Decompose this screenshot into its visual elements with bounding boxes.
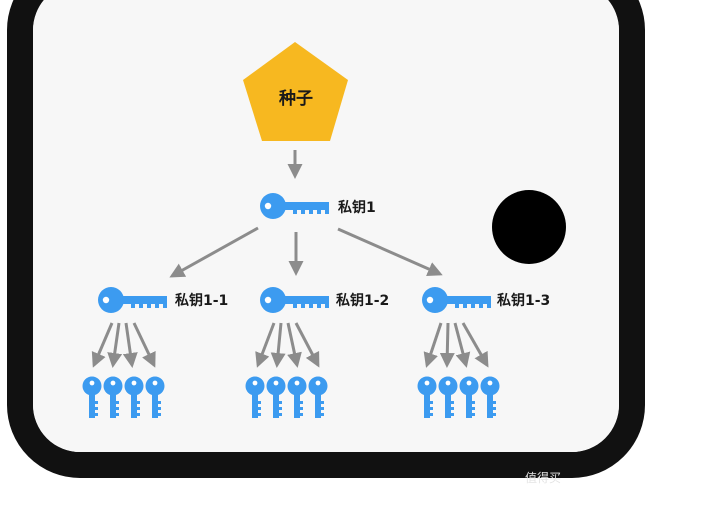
arrow-child1-grandchild (91, 322, 114, 368)
arrow-child2-grandchild (286, 322, 302, 368)
arrow-child3-grandchild (453, 322, 471, 368)
arrow-child1-grandchild (107, 322, 123, 368)
camera-dot (492, 190, 566, 264)
arrow-child3-grandchild (439, 322, 455, 368)
device-frame (7, 0, 645, 478)
arrows (91, 150, 489, 368)
arrow-root-to-child-1 (169, 226, 259, 278)
child-key-2-label: 私钥1-2 (336, 292, 389, 309)
root-key-label: 私钥1 (338, 199, 376, 216)
arrow-child1-grandchild (122, 322, 138, 368)
arrow-child2-grandchild (270, 322, 286, 368)
arrow-child2-grandchild (255, 322, 276, 368)
arrow-root-to-child-3 (337, 227, 443, 277)
child-key-3-label: 私钥1-3 (497, 292, 550, 309)
arrow-child1-grandchild (132, 322, 156, 368)
seed-label: 种子 (278, 88, 313, 109)
watermark: 值得买 (525, 470, 561, 485)
seed-pentagon (243, 42, 348, 141)
arrow-child2-grandchild (294, 322, 320, 368)
arrow-child3-grandchild (461, 322, 489, 368)
child-key-1-label: 私钥1-1 (175, 292, 228, 309)
arrow-child3-grandchild (423, 322, 443, 368)
